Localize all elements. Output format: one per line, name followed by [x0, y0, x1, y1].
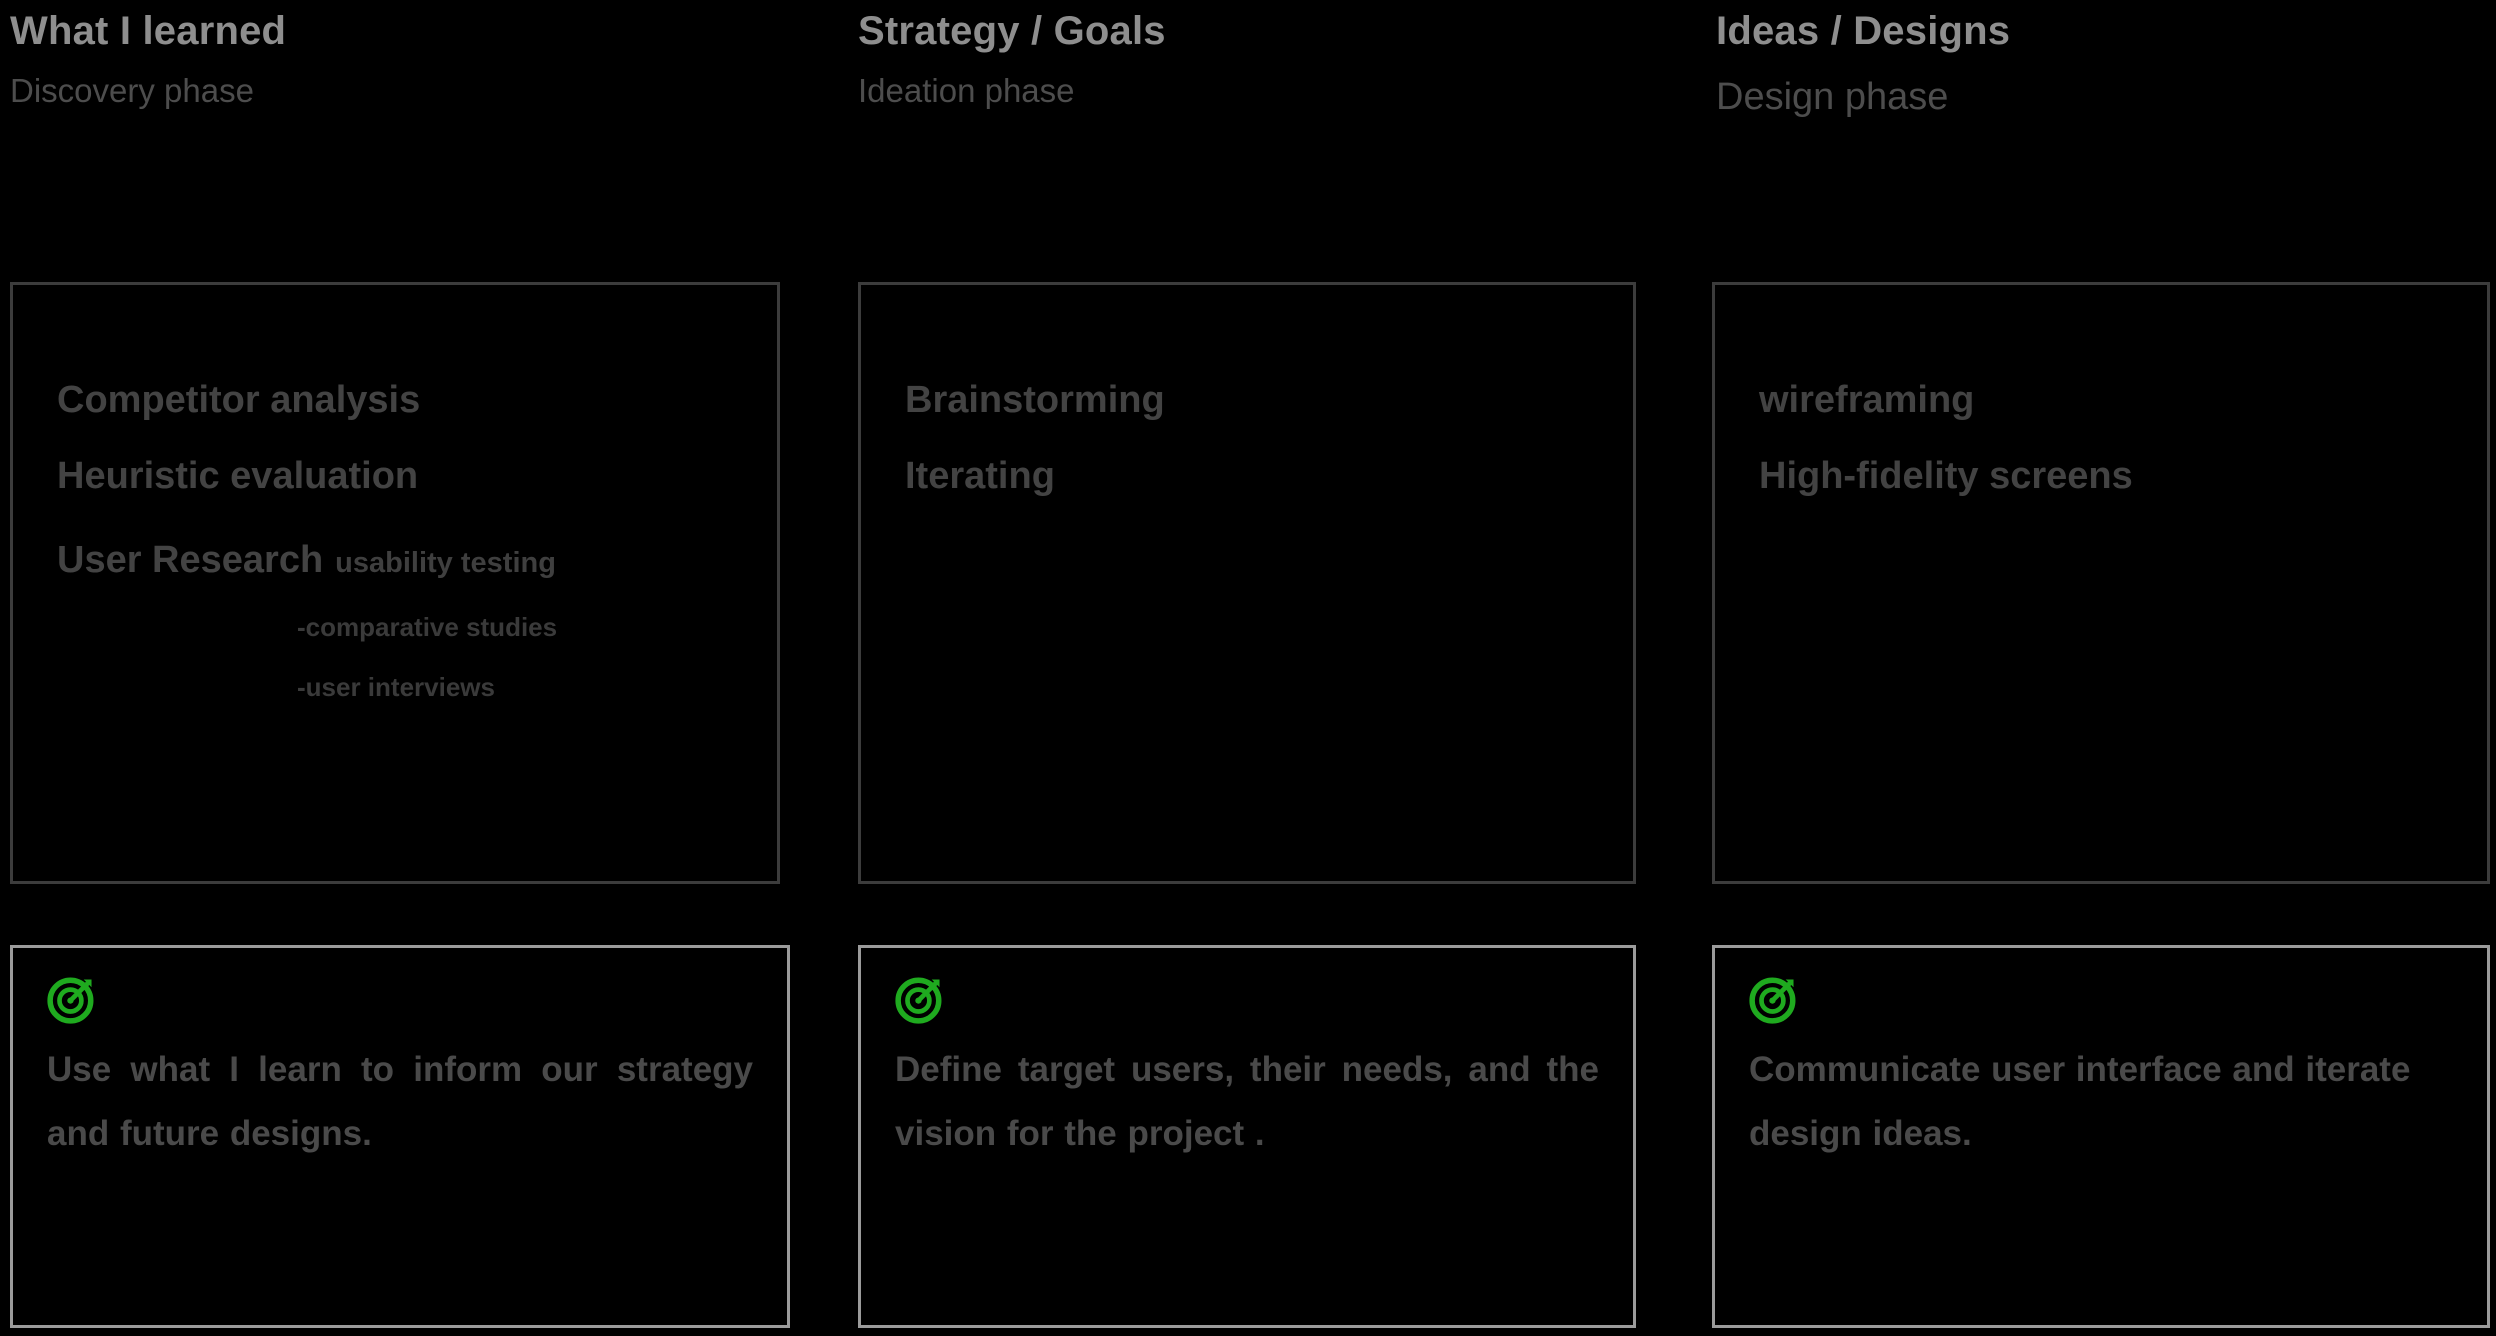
goal-callout[interactable]: Communicate user interface and iterate d… — [1712, 945, 2490, 1328]
target-dart-icon — [1749, 977, 1796, 1024]
activity-item: Competitor analysis — [57, 377, 733, 423]
activity-item: High-fidelity screens — [1759, 453, 2443, 499]
activities-card[interactable]: Brainstorming Iterating — [858, 282, 1636, 884]
activity-item: Iterating — [905, 453, 1589, 499]
column-what-i-learned: What I learned Discovery phase Competito… — [10, 0, 790, 1336]
column-header: Strategy / Goals Ideation phase — [858, 0, 1636, 112]
activity-label: High-fidelity screens — [1759, 455, 2133, 497]
activity-label: Competitor analysis — [57, 379, 421, 421]
activity-bullet: -user interviews — [297, 672, 495, 702]
column-subtitle: Design phase — [1716, 76, 1949, 118]
column-header: Ideas / Designs Design phase — [1712, 0, 2490, 118]
activity-sublabel: usability testing — [335, 547, 556, 579]
goal-text: Define target users, their needs, and th… — [895, 1050, 1599, 1153]
activity-label: Brainstorming — [905, 379, 1165, 421]
activity-bullet: -comparative studies — [297, 612, 558, 642]
goal-callout[interactable]: Define target users, their needs, and th… — [858, 945, 1636, 1328]
column-strategy-goals: Strategy / Goals Ideation phase Brainsto… — [858, 0, 1636, 1336]
activity-label: wireframing — [1759, 379, 1975, 421]
activity-label: Iterating — [905, 455, 1055, 497]
activity-item: User Research usability testing — [57, 537, 733, 586]
activities-card[interactable]: Competitor analysis Heuristic evaluation… — [10, 282, 780, 884]
goal-text: Communicate user interface and iterate d… — [1749, 1050, 2411, 1153]
column-ideas-designs: Ideas / Designs Design phase wireframing… — [1712, 0, 2490, 1336]
goal-callout[interactable]: Use what I learn to inform our strategy … — [10, 945, 790, 1328]
activity-label: Heuristic evaluation — [57, 455, 419, 497]
activity-item: Brainstorming — [905, 377, 1589, 423]
column-title: Ideas / Designs — [1716, 9, 2011, 53]
target-dart-icon — [895, 977, 942, 1024]
activity-item: Heuristic evaluation — [57, 453, 733, 499]
activity-item: wireframing — [1759, 377, 2443, 423]
column-title: Strategy / Goals — [858, 9, 1166, 53]
activities-card[interactable]: wireframing High-fidelity screens — [1712, 282, 2490, 884]
target-dart-icon — [47, 977, 94, 1024]
column-header: What I learned Discovery phase — [10, 0, 780, 112]
goal-text: Use what I learn to inform our strategy … — [47, 1050, 753, 1153]
column-title: What I learned — [10, 9, 287, 53]
column-subtitle: Discovery phase — [10, 72, 254, 109]
activity-label: User Research — [57, 539, 324, 581]
column-subtitle: Ideation phase — [858, 72, 1075, 109]
